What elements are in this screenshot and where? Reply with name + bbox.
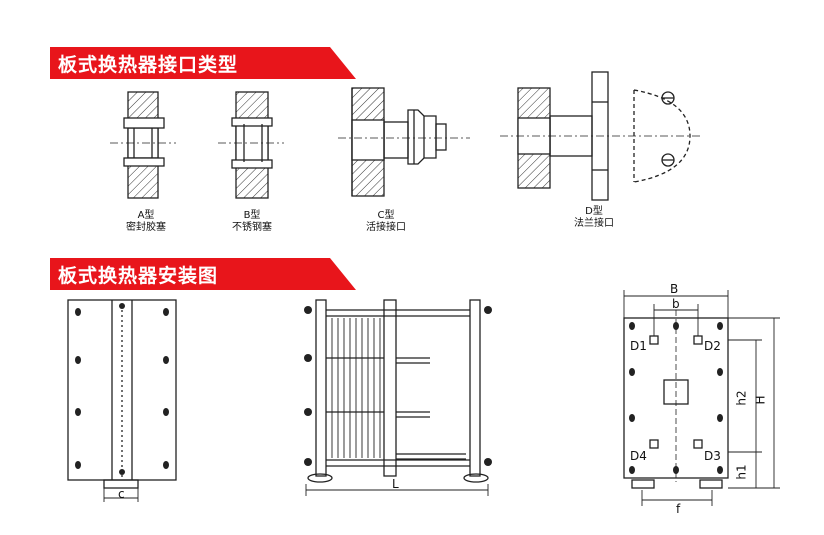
interface-b-drawing: [218, 91, 284, 199]
interface-a-caption: A型 密封胶塞: [118, 210, 174, 234]
interface-d-name: 法兰接口: [574, 218, 614, 229]
dim-label-h1: h1: [734, 464, 749, 480]
interface-b-code: B型: [243, 210, 261, 221]
banner-ribbon-shape: [50, 258, 356, 290]
install-front-view: [304, 299, 492, 496]
interface-d-code: D型: [585, 206, 603, 217]
section-banner-interface-types: 板式换热器接口类型: [50, 47, 356, 79]
port-label-D2: D2: [704, 339, 721, 353]
dim-label-f: f: [676, 502, 681, 516]
interface-c-drawing: [338, 87, 470, 197]
interface-d-drawing: [500, 71, 700, 201]
interface-c-code: C型: [377, 210, 395, 221]
interface-b-name: 不锈钢塞: [232, 222, 272, 233]
dim-label-b: b: [672, 297, 680, 311]
interface-b-caption: B型 不锈钢塞: [222, 210, 282, 234]
interface-c-name: 活接接口: [366, 222, 406, 233]
port-label-D3: D3: [704, 449, 721, 463]
install-end-view: [623, 290, 780, 506]
interface-d-caption: D型 法兰接口: [564, 206, 624, 230]
interface-a-code: A型: [137, 210, 155, 221]
section-title-interface-types: 板式换热器接口类型: [58, 53, 239, 76]
dim-label-h2: h2: [734, 390, 749, 406]
dim-label-B: B: [670, 282, 679, 296]
dim-label-c: c: [118, 487, 125, 501]
interface-a-name: 密封胶塞: [126, 222, 166, 233]
banner-ribbon-shape: [50, 47, 356, 79]
section-banner-installation: 板式换热器安装图: [50, 258, 356, 290]
port-label-D4: D4: [630, 449, 647, 463]
interface-c-caption: C型 活接接口: [356, 210, 416, 234]
dim-label-H: H: [753, 395, 768, 405]
dim-label-L: L: [392, 477, 399, 491]
port-label-D1: D1: [630, 339, 647, 353]
section-title-installation: 板式换热器安装图: [58, 264, 219, 287]
install-side-view: [67, 299, 177, 502]
interface-a-drawing: [110, 91, 176, 199]
